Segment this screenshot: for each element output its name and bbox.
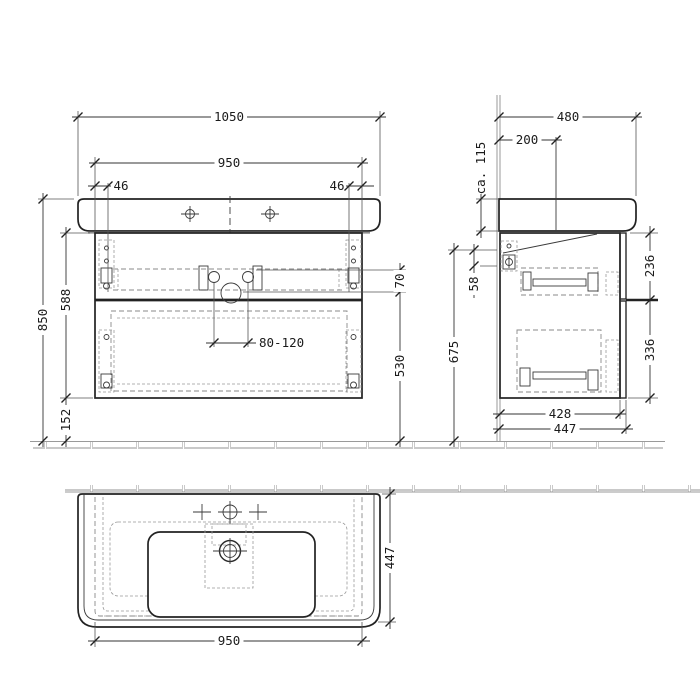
svg-text:428: 428	[549, 406, 572, 421]
svg-text:530: 530	[392, 355, 407, 378]
mounting-bracket	[345, 329, 362, 393]
dim-plan-cabinet-depth: 447	[382, 543, 397, 573]
svg-text:58: 58	[466, 276, 481, 291]
dim-plan-cabinet-width: 950	[214, 633, 244, 648]
upper-drawer-front	[619, 232, 627, 300]
svg-text:950: 950	[218, 633, 241, 648]
dim-tap-distance: 200	[512, 132, 542, 147]
dim-total-depth: 447	[550, 421, 580, 436]
dim-overall-depth: 480	[553, 109, 583, 124]
drain-connection	[220, 282, 242, 304]
side-dimensions: 480 200 ca. 115 58 675 236	[446, 109, 657, 447]
mounting-bracket	[98, 239, 115, 290]
dim-bottom-clearance: 152	[58, 405, 73, 435]
front-dimensions: 1050 950 46 46 850 588 152	[35, 109, 407, 447]
dim-offset-right: 46	[329, 178, 344, 193]
svg-text:ca. 115: ca. 115	[473, 142, 488, 195]
svg-text:447: 447	[382, 547, 397, 570]
dim-supply-drain-gap: 70	[392, 270, 407, 292]
basin-bowl	[147, 531, 316, 618]
front-view: 1050 950 46 46 850 588 152	[35, 109, 407, 447]
svg-text:80-120: 80-120	[259, 335, 304, 350]
wall-mounting-bracket	[500, 240, 518, 272]
drain-icon	[213, 538, 247, 564]
dim-basin-height: ca. 115	[473, 142, 488, 195]
svg-text:70: 70	[392, 273, 407, 288]
wall-line-plan	[65, 485, 700, 493]
floor-line	[30, 441, 665, 449]
dim-supply-spacing: 80-120	[259, 335, 304, 350]
side-extension-lines	[448, 112, 658, 434]
washbasin-side	[498, 137, 637, 249]
dim-mounting-offset: 58	[466, 273, 481, 295]
dim-overall-height: 850	[35, 305, 50, 335]
svg-text:236: 236	[642, 255, 657, 278]
tap-hole-icon	[181, 206, 199, 222]
side-view: 480 200 ca. 115 58 675 236	[446, 109, 658, 447]
lower-drawer-front	[619, 300, 627, 399]
dim-drain-height: 530	[392, 351, 407, 381]
svg-text:200: 200	[516, 132, 539, 147]
dim-offset-left: 46	[113, 178, 128, 193]
dim-carcass-depth: 428	[545, 406, 575, 421]
supply-connection	[208, 271, 220, 283]
svg-text:850: 850	[35, 309, 50, 332]
svg-text:480: 480	[557, 109, 580, 124]
vanity-cabinet-front	[94, 232, 363, 399]
dim-mounting-width: 950	[214, 155, 244, 170]
dim-lower-front-height: 336	[642, 335, 657, 365]
svg-text:46: 46	[113, 178, 128, 193]
plan-extension-lines	[94, 493, 396, 647]
vanity-cabinet-side	[499, 232, 627, 399]
dim-overall-width: 1050	[211, 109, 247, 124]
dim-cabinet-height: 588	[58, 285, 73, 315]
tap-hole-icon	[261, 206, 279, 222]
svg-text:1050: 1050	[214, 109, 244, 124]
plan-view: 950 447	[77, 487, 397, 648]
svg-text:447: 447	[554, 421, 577, 436]
tap-hole-icon	[218, 501, 242, 524]
supply-connection	[242, 271, 254, 283]
svg-text:46: 46	[329, 178, 344, 193]
svg-text:152: 152	[58, 409, 73, 432]
dim-upper-front-height: 236	[642, 251, 657, 281]
svg-text:336: 336	[642, 339, 657, 362]
plan-dimensions: 950 447	[88, 487, 397, 648]
svg-text:675: 675	[446, 341, 461, 364]
optional-tap-hole-icon	[249, 504, 267, 520]
washbasin-plan	[77, 493, 381, 628]
dim-connection-height: 675	[446, 337, 461, 367]
svg-text:588: 588	[58, 289, 73, 312]
mounting-bracket	[345, 239, 362, 290]
front-extension-lines	[38, 111, 406, 399]
mounting-bracket	[98, 329, 115, 393]
optional-tap-hole-icon	[193, 504, 211, 520]
svg-text:950: 950	[218, 155, 241, 170]
